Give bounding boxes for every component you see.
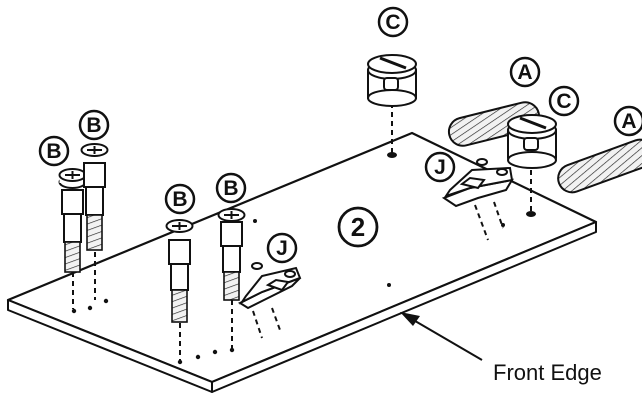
panel-holes bbox=[71, 152, 536, 365]
callout-a-right: A bbox=[613, 105, 642, 137]
callout-c-mid-label: C bbox=[556, 90, 571, 113]
guide-lines bbox=[72, 103, 532, 360]
dowel-upper bbox=[447, 101, 541, 147]
callout-b-3: B bbox=[164, 183, 196, 215]
cam-screw-1 bbox=[58, 168, 87, 273]
callout-b-4-label: B bbox=[223, 177, 238, 200]
callout-b-3-label: B bbox=[172, 188, 187, 211]
front-edge-arrow bbox=[400, 312, 483, 361]
cam-lock-top bbox=[367, 54, 417, 107]
dowel-lower bbox=[557, 138, 642, 194]
front-edge-label: Front Edge bbox=[493, 360, 602, 385]
panel-number-badge: 2 bbox=[337, 206, 379, 248]
callout-c-top-label: C bbox=[385, 11, 400, 34]
callout-c-top: C bbox=[377, 6, 409, 38]
callout-a-right-label: A bbox=[621, 110, 636, 133]
hinge-plate-right bbox=[441, 158, 515, 208]
callout-j-left-label: J bbox=[276, 237, 288, 260]
panel-number-label: 2 bbox=[351, 212, 365, 242]
hinge-plate-left bbox=[237, 262, 302, 310]
cam-lock-mid bbox=[507, 114, 557, 169]
callout-b-2: B bbox=[78, 109, 110, 141]
callout-b-1-label: B bbox=[46, 140, 61, 163]
callout-b-1: B bbox=[38, 135, 70, 167]
callout-j-right-label: J bbox=[434, 156, 446, 179]
callout-c-mid: C bbox=[548, 85, 580, 117]
callout-b-4: B bbox=[215, 172, 247, 204]
callout-a-left: A bbox=[509, 56, 541, 88]
cam-screw-2 bbox=[80, 143, 109, 251]
callout-b-2-label: B bbox=[86, 114, 101, 137]
callout-j-left: J bbox=[266, 232, 298, 264]
cam-screw-4 bbox=[217, 208, 246, 301]
callout-a-left-label: A bbox=[517, 61, 532, 84]
cam-screw-3 bbox=[165, 219, 194, 323]
callout-j-right: J bbox=[424, 151, 456, 183]
